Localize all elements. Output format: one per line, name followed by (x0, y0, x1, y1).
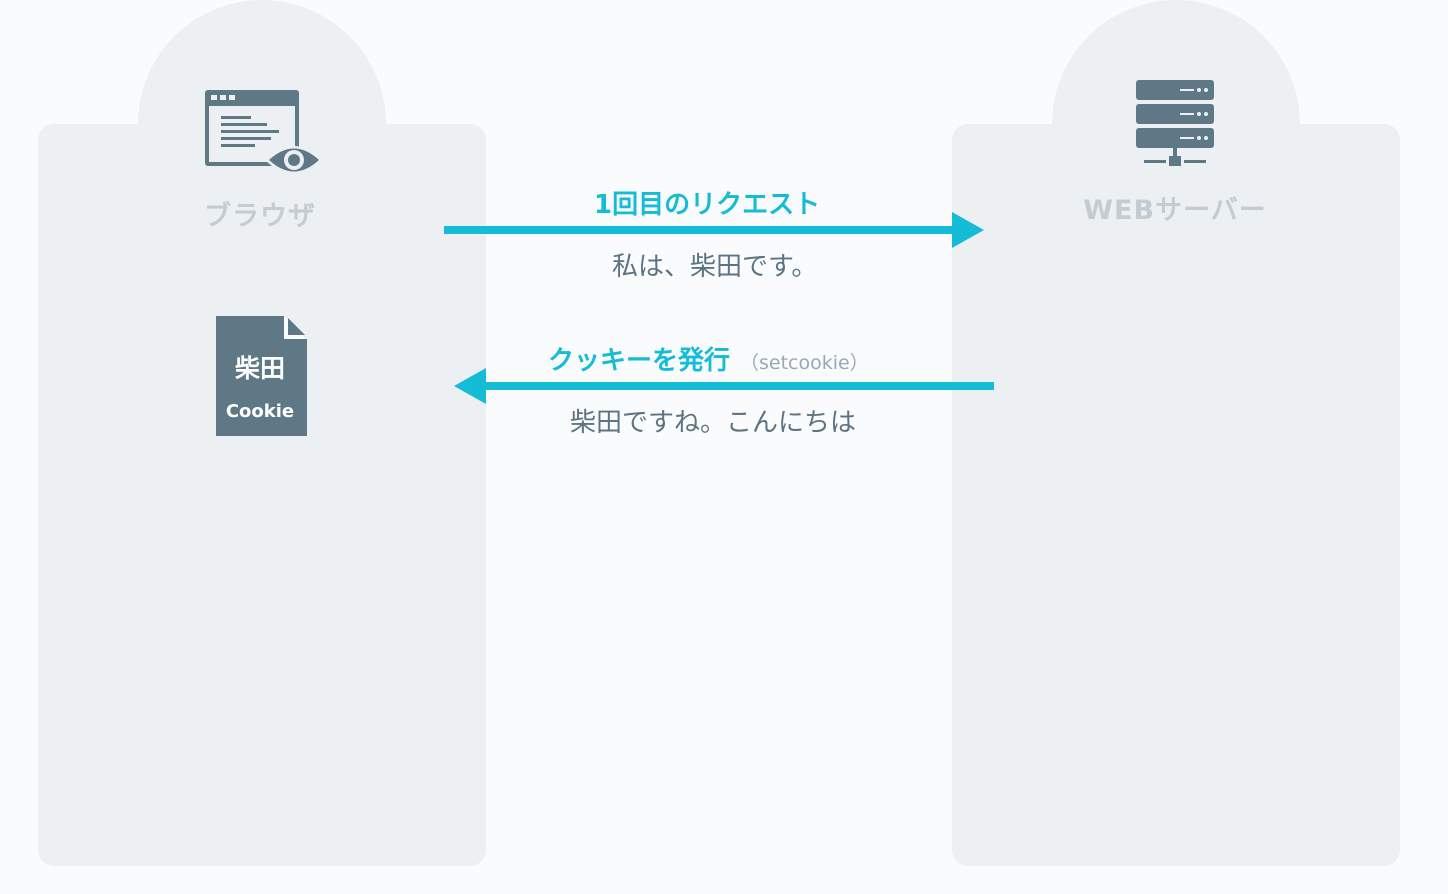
server-rack-icon (1136, 80, 1214, 166)
document-icon (216, 316, 307, 436)
server-label: WEBサーバー (1083, 195, 1267, 226)
browser-window-eye-icon (205, 90, 323, 174)
cookie-label: Cookie (225, 401, 295, 422)
browser-label: ブラウザ (204, 201, 316, 232)
request-title: 1回目のリクエスト (594, 190, 821, 220)
server-panel (952, 124, 1400, 866)
response-arrow (454, 368, 994, 404)
cookie-value: 柴田 (234, 354, 285, 383)
request-arrow (444, 212, 984, 248)
response-title: クッキーを発行 (548, 346, 731, 376)
cookie-document: 柴田 Cookie (216, 316, 308, 437)
response-message: 柴田ですね。こんにちは (570, 408, 857, 438)
browser-panel (38, 124, 486, 866)
request-message: 私は、柴田です。 (612, 252, 818, 282)
response-note: （setcookie） (740, 352, 869, 374)
response-title-row: クッキーを発行 （setcookie） (548, 340, 869, 377)
